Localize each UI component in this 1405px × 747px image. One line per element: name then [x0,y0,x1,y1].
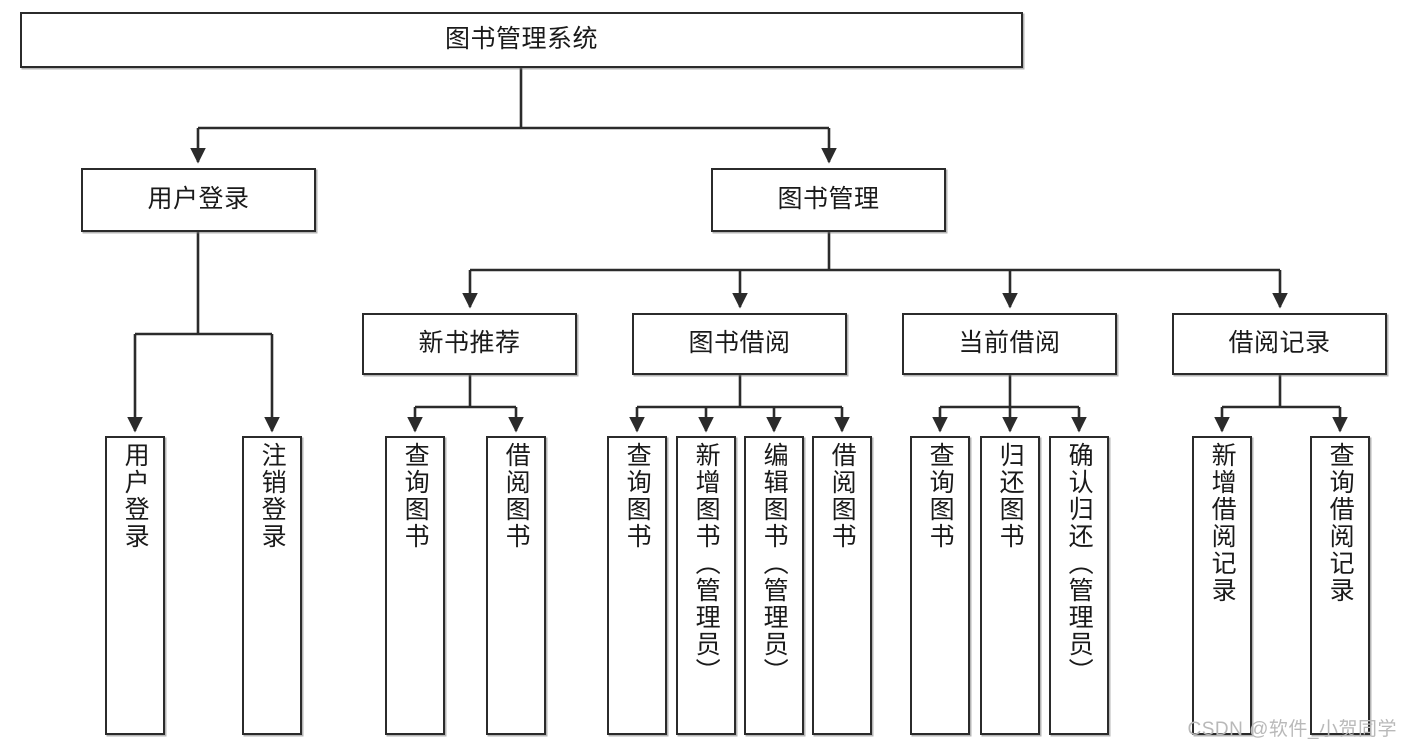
node-leaf-query-book-1[interactable]: 查询图书 [385,436,445,735]
node-leaf-query-record[interactable]: 查询借阅记录 [1310,436,1370,735]
node-borrow-record[interactable]: 借阅记录 [1172,313,1387,375]
node-leaf-add-record-label: 新增借阅记录 [1208,442,1237,604]
node-leaf-query-book-3[interactable]: 查询图书 [910,436,970,735]
node-new-book-rec[interactable]: 新书推荐 [362,313,577,375]
node-leaf-user-login-label: 用户登录 [121,442,150,550]
node-current-borrow-label: 当前借阅 [958,329,1061,358]
node-leaf-return-book[interactable]: 归还图书 [980,436,1040,735]
node-user-login[interactable]: 用户登录 [81,168,316,232]
node-leaf-add-book[interactable]: 新增图书（管理员） [676,436,736,735]
node-leaf-query-book-3-label: 查询图书 [926,442,955,550]
node-leaf-query-book-1-label: 查询图书 [401,442,430,550]
node-leaf-return-book-label: 归还图书 [996,442,1025,550]
node-leaf-user-login[interactable]: 用户登录 [105,436,165,735]
node-leaf-confirm-return-label: 确认归还（管理员） [1065,442,1094,685]
node-book-manage[interactable]: 图书管理 [711,168,946,232]
node-leaf-query-book-2[interactable]: 查询图书 [607,436,667,735]
node-current-borrow[interactable]: 当前借阅 [902,313,1117,375]
node-leaf-borrow-book-2[interactable]: 借阅图书 [812,436,872,735]
node-leaf-add-record[interactable]: 新增借阅记录 [1192,436,1252,735]
node-leaf-borrow-book-2-label: 借阅图书 [828,442,857,550]
node-new-book-rec-label: 新书推荐 [418,329,521,358]
node-leaf-add-book-label: 新增图书（管理员） [692,442,721,685]
node-leaf-confirm-return[interactable]: 确认归还（管理员） [1049,436,1109,735]
node-root-label: 图书管理系统 [444,25,598,54]
node-root[interactable]: 图书管理系统 [20,12,1023,68]
node-leaf-borrow-book-1[interactable]: 借阅图书 [486,436,546,735]
node-book-manage-label: 图书管理 [777,185,880,214]
node-leaf-edit-book[interactable]: 编辑图书（管理员） [744,436,804,735]
node-book-borrow-label: 图书借阅 [688,329,791,358]
node-leaf-borrow-book-1-label: 借阅图书 [502,442,531,550]
node-leaf-query-record-label: 查询借阅记录 [1326,442,1355,604]
node-leaf-logout[interactable]: 注销登录 [242,436,302,735]
node-leaf-logout-label: 注销登录 [258,442,287,550]
node-leaf-edit-book-label: 编辑图书（管理员） [760,442,789,685]
node-leaf-query-book-2-label: 查询图书 [623,442,652,550]
node-borrow-record-label: 借阅记录 [1228,329,1331,358]
node-book-borrow[interactable]: 图书借阅 [632,313,847,375]
node-user-login-label: 用户登录 [147,185,250,214]
